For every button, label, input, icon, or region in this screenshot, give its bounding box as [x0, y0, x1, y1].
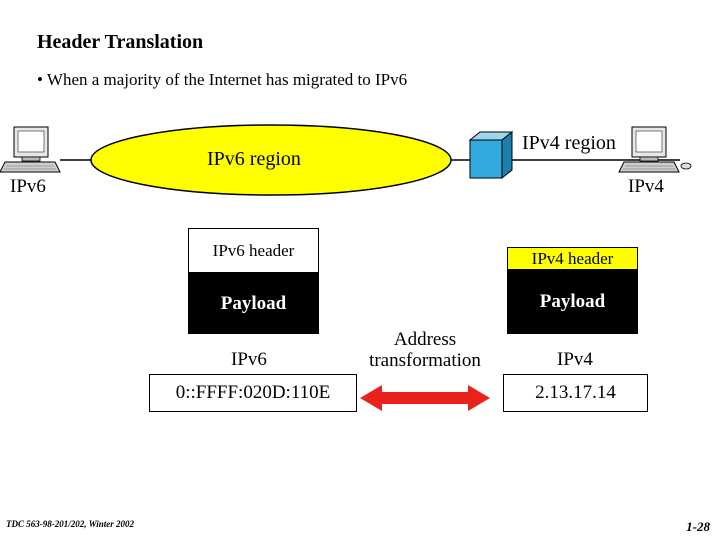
footer-course-info: TDC 563-98-201/202, Winter 2002: [6, 519, 135, 529]
transform-label-line1: Address: [393, 329, 457, 350]
computer-icon: [0, 126, 61, 173]
ipv6-packet-payload: Payload: [188, 273, 319, 334]
ipv4-address-box: 2.13.17.14: [503, 374, 648, 412]
ipv4-packet-payload: Payload: [507, 270, 638, 334]
footer-page-number: 1-28: [686, 519, 710, 534]
transform-label: Address transformation: [350, 329, 500, 371]
double-arrow-icon: [360, 385, 490, 411]
computer-icon: [618, 126, 692, 173]
transform-label-line2: transformation: [369, 350, 481, 371]
ipv6-address-label: IPv6: [231, 349, 267, 370]
router-icon: [468, 130, 514, 180]
ipv6-region-label: IPv6 region: [207, 148, 301, 170]
right-host-label: IPv4: [628, 176, 664, 197]
ipv6-address-box: 0::FFFF:020D:110E: [149, 374, 357, 412]
ipv4-address-label: IPv4: [557, 349, 593, 370]
ipv4-region-label: IPv4 region: [522, 132, 616, 154]
ipv4-packet-header: IPv4 header: [507, 247, 638, 270]
ipv6-packet-header: IPv6 header: [188, 228, 319, 273]
slide-title: Header Translation: [37, 31, 204, 53]
left-host-label: IPv6: [10, 176, 46, 197]
ipv6-region-ellipse: [90, 124, 452, 196]
bullet-text: • When a majority of the Internet has mi…: [37, 70, 408, 89]
